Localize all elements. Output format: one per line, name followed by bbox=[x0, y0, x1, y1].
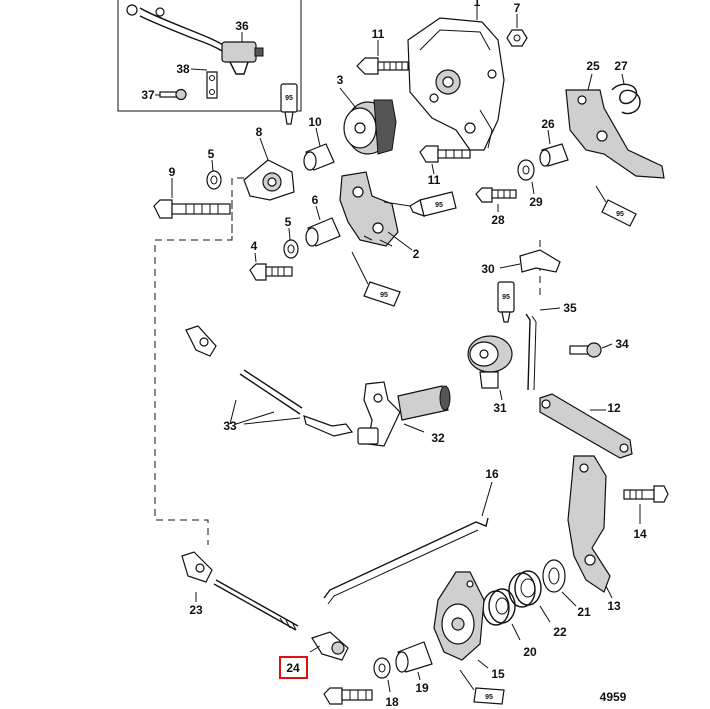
part-13-shift-bracket: 13 bbox=[567, 455, 621, 613]
part-6-spacer: 6 bbox=[305, 193, 341, 247]
part-30-bracket: 30 bbox=[481, 249, 561, 276]
callout-20: 20 bbox=[523, 645, 537, 659]
callout-7: 7 bbox=[514, 1, 521, 15]
sealant-label-part-31: 95 bbox=[502, 294, 510, 301]
inset-detail-box: 36 38 37 bbox=[117, 0, 302, 112]
part-34-bolt: 34 bbox=[569, 337, 629, 358]
callout-29: 29 bbox=[529, 195, 543, 209]
callout-27: 27 bbox=[614, 59, 628, 73]
sealant-tube-part-31: 95 bbox=[497, 281, 515, 323]
callout-32: 32 bbox=[431, 431, 445, 445]
sealant-tube-top: 95 bbox=[280, 83, 298, 125]
part-24-clevis bbox=[309, 631, 349, 661]
callout-21: 21 bbox=[577, 605, 591, 619]
figure-number: 4959 bbox=[600, 690, 627, 704]
assembly-guide-lines bbox=[154, 177, 541, 545]
part-20-spring: 20 bbox=[482, 588, 537, 659]
sealant-tube-middle: 95 bbox=[383, 191, 457, 217]
sealant-label-lower-middle: 95 bbox=[380, 292, 388, 299]
part-31-shift-cam: 31 bbox=[467, 335, 513, 415]
part-4-bolt: 4 bbox=[249, 239, 293, 281]
callout-31: 31 bbox=[493, 401, 507, 415]
callout-14: 14 bbox=[633, 527, 647, 541]
sealant-label-middle: 95 bbox=[435, 202, 443, 209]
part-28-bolt: 28 bbox=[475, 187, 517, 227]
highlighted-callout-24: 24 bbox=[279, 656, 308, 679]
part-18-bolt bbox=[323, 687, 373, 705]
callout-23: 23 bbox=[189, 603, 203, 617]
callout-18: 18 bbox=[385, 695, 399, 709]
callout-33: 33 bbox=[223, 419, 237, 433]
part-21-washer: 21 bbox=[542, 559, 591, 619]
callout-34: 34 bbox=[615, 337, 629, 351]
part-27-spring: 27 bbox=[611, 59, 641, 115]
callout-11-upper: 11 bbox=[372, 27, 385, 41]
callout-12: 12 bbox=[607, 401, 621, 415]
part-5-washer-upper: 5 bbox=[206, 147, 222, 190]
sealant-tube-right: 95 bbox=[595, 185, 637, 227]
callout-38: 38 bbox=[176, 62, 190, 76]
callout-4: 4 bbox=[251, 239, 258, 253]
callout-25: 25 bbox=[586, 59, 600, 73]
part-11-bolt-lower: 11 bbox=[419, 145, 471, 187]
callout-36: 36 bbox=[235, 19, 249, 33]
part-3-shift-cam: 3 bbox=[337, 73, 397, 155]
highlight-box bbox=[279, 656, 308, 679]
callout-9: 9 bbox=[169, 165, 176, 179]
callout-5-upper: 5 bbox=[208, 147, 215, 161]
callout-13: 13 bbox=[607, 599, 621, 613]
part-5-washer-lower: 5 bbox=[283, 215, 299, 259]
part-19-bushing: 19 bbox=[395, 641, 433, 695]
part-15-cam-plate: 15 bbox=[433, 571, 505, 681]
callout-2: 2 bbox=[413, 247, 420, 261]
callout-3: 3 bbox=[337, 73, 344, 87]
callout-5-lower: 5 bbox=[285, 215, 292, 229]
part-23-clevis-rod: 23 bbox=[181, 551, 299, 631]
callout-35: 35 bbox=[563, 301, 577, 315]
sealant-tube-bottom: 95 bbox=[459, 669, 505, 705]
part-10-bushing: 10 bbox=[303, 115, 335, 171]
part-8-clevis: 8 bbox=[243, 125, 295, 201]
callout-1: 1 bbox=[474, 0, 481, 9]
callout-24: 24 bbox=[286, 661, 300, 675]
callout-26: 26 bbox=[541, 117, 555, 131]
part-14-bolt: 14 bbox=[623, 485, 669, 541]
callout-19: 19 bbox=[415, 681, 429, 695]
callout-28: 28 bbox=[491, 213, 505, 227]
part-2-shift-lever: 2 bbox=[339, 171, 420, 261]
callout-11-lower: 11 bbox=[428, 173, 441, 187]
part-35-link-rod: 35 bbox=[525, 301, 577, 391]
part-9-bolt: 9 bbox=[153, 165, 231, 219]
callout-22: 22 bbox=[553, 625, 567, 639]
part-7-nut: 7 bbox=[506, 1, 528, 47]
callout-15: 15 bbox=[491, 667, 505, 681]
sealant-label-right: 95 bbox=[616, 211, 624, 218]
sealant-label-bottom: 95 bbox=[485, 694, 493, 701]
sealant-label-top: 95 bbox=[285, 95, 293, 102]
part-11-bolt-upper: 11 bbox=[356, 27, 409, 75]
part-18-washer: 18 bbox=[373, 657, 399, 709]
part-29-washer: 29 bbox=[517, 159, 543, 209]
sealant-tube-lower-middle: 95 bbox=[351, 251, 401, 307]
part-32-actuator: 32 bbox=[357, 381, 451, 447]
part-12-link-arm: 12 bbox=[539, 393, 633, 459]
callout-6: 6 bbox=[312, 193, 319, 207]
callout-37: 37 bbox=[141, 88, 155, 102]
part-33-shift-links: 33 bbox=[185, 325, 354, 437]
part-16-shift-rod: 16 bbox=[323, 467, 499, 605]
part-25-shift-bracket: 25 bbox=[565, 59, 665, 179]
callout-10: 10 bbox=[308, 115, 322, 129]
part-22-spring: 22 bbox=[508, 570, 567, 639]
callout-8: 8 bbox=[256, 125, 263, 139]
callout-16: 16 bbox=[485, 467, 499, 481]
part-26-bushing: 26 bbox=[539, 117, 569, 167]
part-1-shift-housing: 1 bbox=[407, 0, 505, 151]
callout-30: 30 bbox=[481, 262, 495, 276]
